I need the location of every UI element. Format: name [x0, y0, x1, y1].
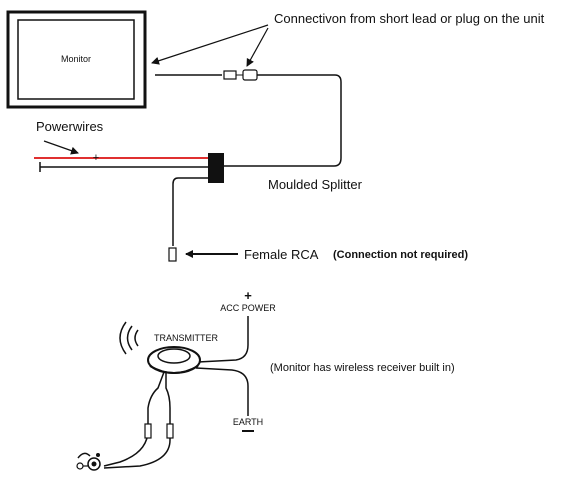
- monitor-icon: [6, 10, 147, 109]
- camera-icon: [76, 452, 101, 471]
- arrow-to-connector: [246, 27, 269, 67]
- lead-to-splitter: [224, 74, 342, 167]
- rca-lead: [172, 177, 208, 246]
- moulded-splitter-icon: [208, 153, 224, 183]
- connection-note: Connectivon from short lead or plug on t…: [274, 11, 545, 26]
- rca-plug-icon: [168, 247, 177, 262]
- acc-plus-sign: +: [244, 288, 252, 303]
- transmitter-icon: [147, 346, 201, 374]
- female-rca-label: Female RCA: [244, 247, 319, 262]
- transmitter-label: TRANSMITTER: [154, 333, 218, 343]
- monitor-label: Monitor: [61, 54, 91, 64]
- wireless-waves-icon: [119, 321, 139, 355]
- rca-note: (Connection not required): [333, 249, 468, 261]
- camera-inline-connector-right: [166, 423, 174, 439]
- earth-wire: [195, 367, 249, 416]
- plug-connector: [223, 69, 258, 81]
- acc-power-wire: [197, 316, 249, 363]
- earth-label: EARTH: [233, 417, 263, 427]
- splitter-label: Moulded Splitter: [268, 177, 363, 192]
- acc-power-label: ACC POWER: [220, 303, 276, 313]
- arrow-to-monitor: [151, 24, 269, 65]
- plus-sign: +: [93, 152, 99, 164]
- wireless-note: (Monitor has wireless receiver built in): [270, 362, 455, 374]
- powerwires-label: Powerwires: [36, 119, 104, 134]
- camera-inline-connector-left: [144, 423, 152, 439]
- arrow-to-powerwires: [43, 140, 79, 155]
- camera-cable: [103, 371, 165, 467]
